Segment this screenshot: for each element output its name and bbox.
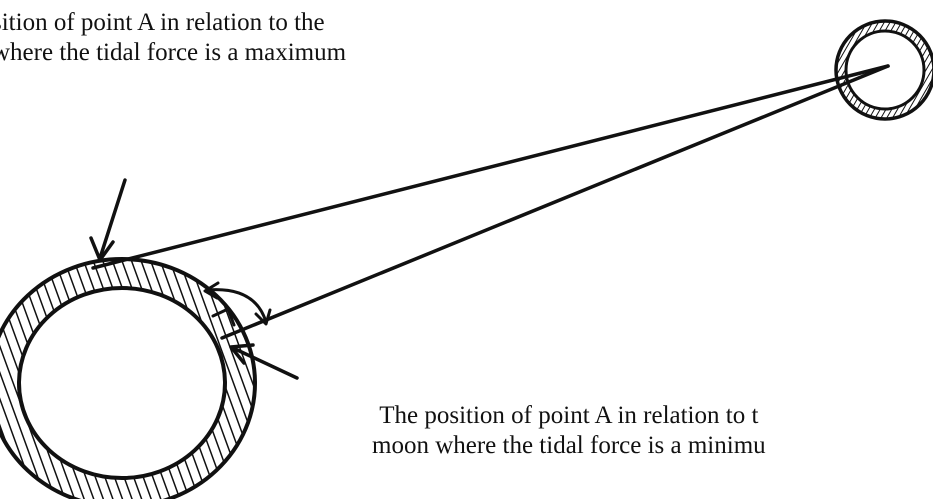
right-angle-marker [211,307,236,327]
caption-maximum-line-1: sition of point A in relation to the [0,9,325,36]
angle-arc-arrowhead-top [203,281,220,300]
earth [0,257,257,499]
line-moon-to-min-point [220,64,890,340]
angle-arc [205,288,268,324]
angle-arc-arrowhead-bottom [254,308,272,326]
moon-inner-outline [844,29,926,111]
caption-minimum-tidal-force: The position of point A in relation to t… [372,401,766,461]
earth-inner-outline [17,286,227,480]
caption-minimum-line-1: The position of point A in relation to t [379,402,759,429]
pointer-arrow-max-head [89,236,115,262]
pointer-arrow-min-head [229,343,255,365]
caption-maximum-line-2: where the tidal force is a maximum [0,39,347,66]
caption-minimum-line-2: moon where the tidal force is a minimu [372,432,766,459]
line-moon-to-max-point [91,64,890,270]
moon [834,19,933,121]
moon-outer-outline [834,19,933,121]
caption-maximum-tidal-force: sition of point A in relation to the whe… [0,8,346,68]
pointer-arrow-min-shaft [231,346,299,380]
pointer-arrow-max-shaft [98,178,127,260]
